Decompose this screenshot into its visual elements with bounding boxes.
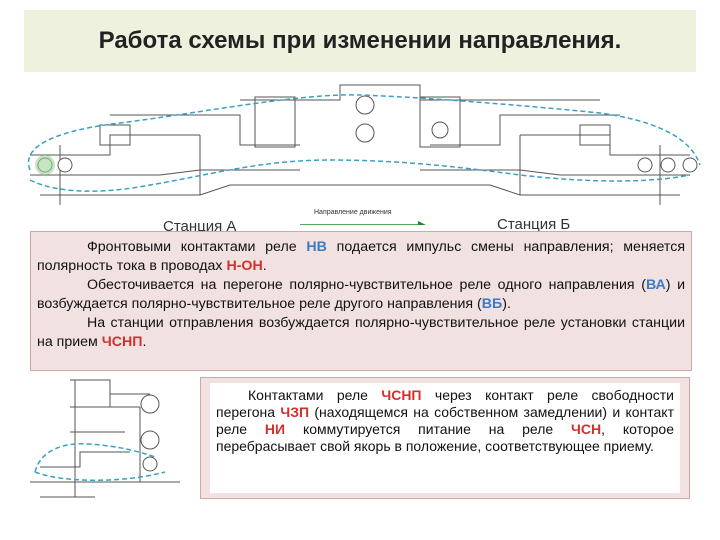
relay-chsnp: ЧСНП	[381, 387, 422, 403]
slide-title: Работа схемы при изменении направления.	[98, 27, 622, 54]
text: через контакт реле свободности перегона	[216, 387, 674, 420]
text: ) и возбуждается полярно-чувствительное …	[37, 277, 685, 312]
text: На станции отправления возбуждается поля…	[37, 315, 685, 350]
title-bar: Работа схемы при изменении направления.	[24, 10, 696, 72]
relay-vb: ВБ	[481, 296, 503, 312]
relay-chzp: ЧЗП	[280, 404, 310, 420]
text: .	[262, 258, 267, 274]
text: (находящемся на собственном замедлении) …	[216, 404, 674, 437]
wires-n-on: Н-ОН	[226, 258, 263, 274]
text: , которое перебрасывает свой якорь в пол…	[216, 421, 675, 454]
station-b-label: Станция Б	[497, 216, 571, 233]
paragraph-1: Фронтовыми контактами реле НВ подается и…	[37, 238, 685, 276]
paragraph-3: На станции отправления возбуждается поля…	[37, 314, 685, 352]
text: Фронтовыми контактами реле	[87, 239, 307, 255]
text: Обесточивается на перегоне полярно-чувст…	[87, 277, 646, 293]
text: Контактами реле	[248, 387, 382, 403]
circuit-diagram	[27, 84, 701, 225]
relay-chsn: ЧСН	[571, 421, 602, 437]
station-a-label: Станция А	[163, 218, 237, 235]
text: .	[142, 334, 147, 350]
relay-chsnp: ЧСНП	[101, 334, 143, 350]
text: ).	[502, 296, 511, 312]
relay-description-text: Контактами реле ЧСНП через контакт реле …	[216, 387, 674, 455]
text: подается импульс смены направления; меня…	[37, 239, 685, 274]
relay-nv: НВ	[306, 239, 327, 255]
relay-va: ВА	[645, 277, 666, 293]
relay-description-panel: Контактами реле ЧСНП через контакт реле …	[200, 377, 690, 499]
text: коммутируется питание на реле	[285, 421, 572, 437]
relay-ni: НИ	[264, 421, 286, 437]
direction-label: Направление движения	[314, 209, 392, 216]
explanation-panel: Фронтовыми контактами реле НВ подается и…	[30, 231, 692, 371]
relay-circuit-diagram	[30, 379, 180, 498]
paragraph-2: Обесточивается на перегоне полярно-чувст…	[37, 276, 685, 314]
